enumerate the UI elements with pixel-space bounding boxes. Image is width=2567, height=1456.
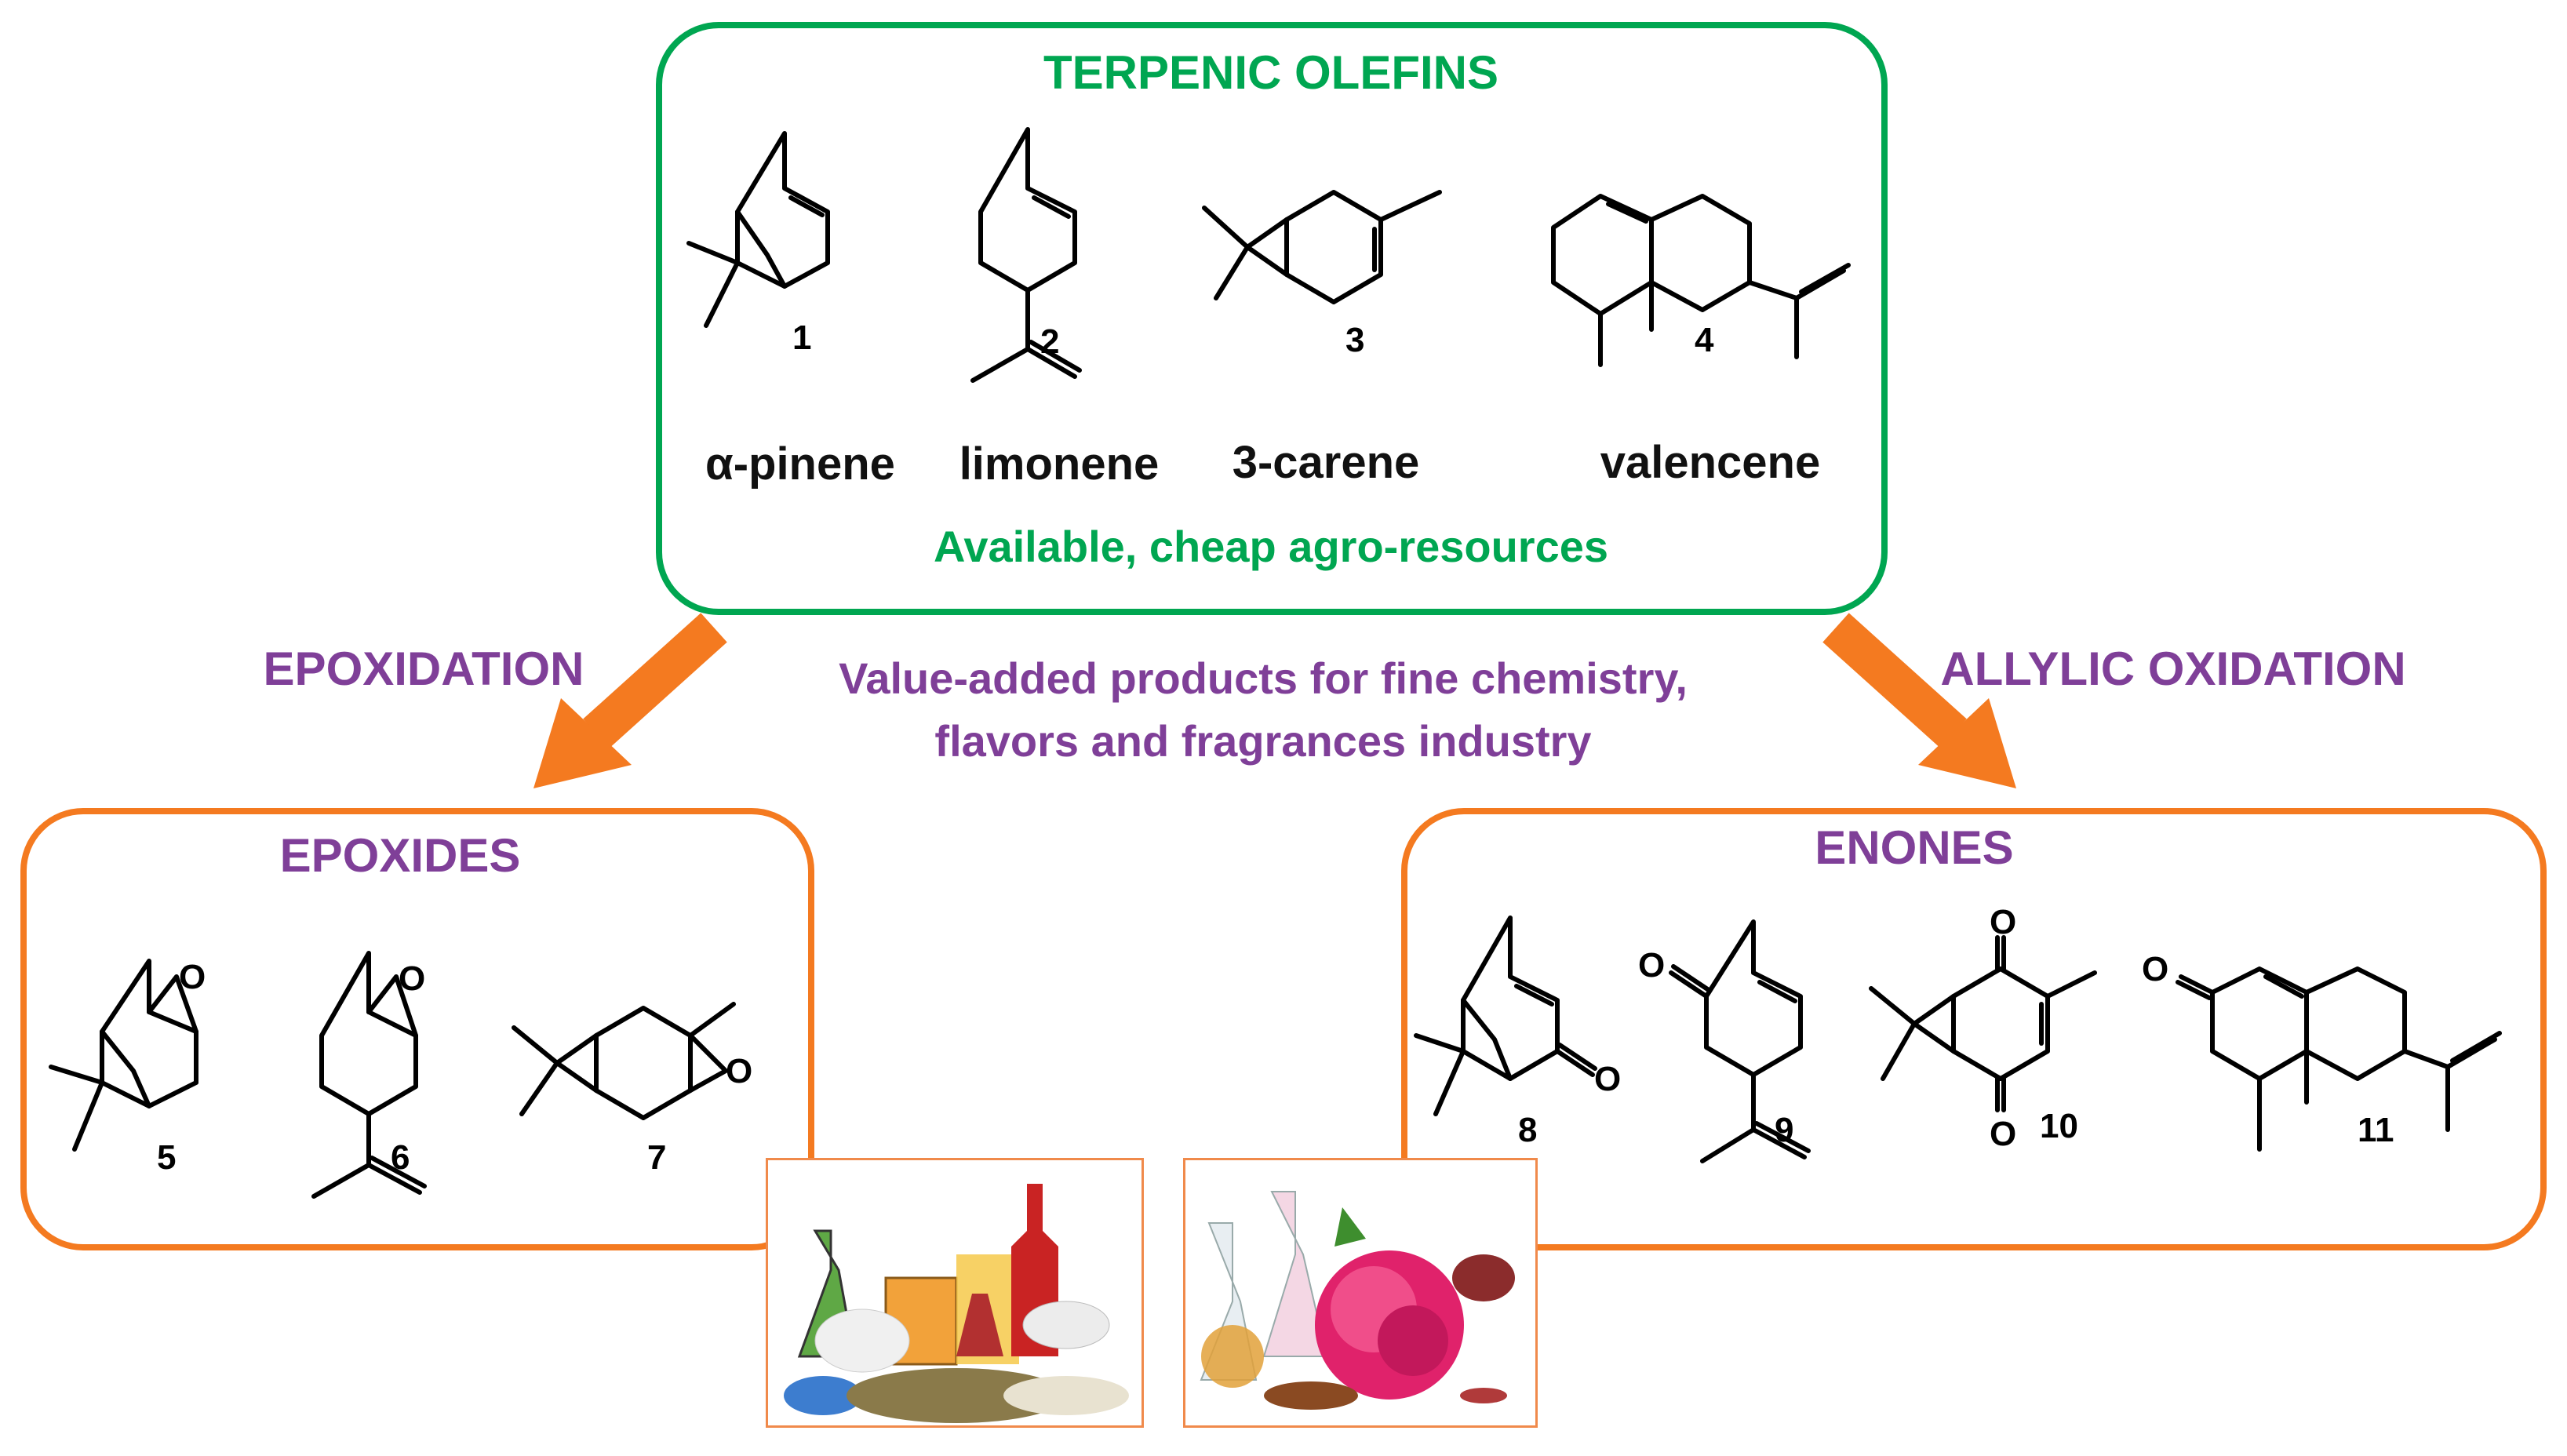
flowers-perfume-icon bbox=[1185, 1160, 1535, 1425]
limonene-structure: 2 bbox=[970, 127, 1082, 383]
terpenic-olefins-box bbox=[656, 22, 1888, 615]
enone-10-structure: O O 10 bbox=[1869, 903, 2097, 1153]
terpenic-subtitle: Available, cheap agro-resources bbox=[933, 522, 1609, 571]
compound-name-3-carene: 3-carene bbox=[1232, 437, 1420, 488]
compound-name-valencene: valencene bbox=[1600, 437, 1821, 488]
enone-10-oxygen-bottom: O bbox=[1990, 1115, 2016, 1153]
compound-number-7: 7 bbox=[647, 1138, 666, 1177]
compound-number-6: 6 bbox=[391, 1138, 410, 1177]
enone-11-structure: O 11 bbox=[2142, 950, 2502, 1152]
compound-number-3: 3 bbox=[1345, 321, 1364, 359]
epoxide-7-structure: O 7 bbox=[512, 1002, 752, 1177]
enone-11-oxygen: O bbox=[2142, 950, 2168, 988]
compound-number-8: 8 bbox=[1518, 1111, 1537, 1149]
compound-number-9: 9 bbox=[1775, 1111, 1793, 1149]
compound-number-1: 1 bbox=[792, 318, 811, 357]
value-added-text-line2: flavors and fragrances industry bbox=[934, 716, 1592, 766]
epoxide-6-oxygen: O bbox=[399, 959, 425, 998]
enone-9-structure: O 9 bbox=[1638, 919, 1811, 1163]
epoxides-box bbox=[20, 808, 814, 1250]
enone-8-structure: O 8 bbox=[1414, 915, 1621, 1149]
epoxidation-label: EPOXIDATION bbox=[263, 642, 584, 695]
terpenic-olefins-title: TERPENIC OLEFINS bbox=[1043, 46, 1499, 99]
fragrance-photo bbox=[1183, 1158, 1538, 1428]
allylic-oxidation-arrow bbox=[1822, 613, 2016, 788]
enone-9-oxygen: O bbox=[1638, 946, 1665, 985]
alpha-pinene-structure: 1 bbox=[686, 131, 830, 357]
laboratory-flasks-chemicals-icon bbox=[768, 1160, 1141, 1425]
compound-number-5: 5 bbox=[157, 1138, 176, 1177]
enones-box bbox=[1401, 808, 2547, 1250]
enone-8-oxygen: O bbox=[1594, 1060, 1621, 1098]
epoxidation-arrow bbox=[533, 613, 727, 788]
epoxide-6-structure: O 6 bbox=[311, 951, 427, 1199]
epoxides-title: EPOXIDES bbox=[279, 829, 521, 882]
compound-number-4: 4 bbox=[1695, 321, 1714, 359]
compound-number-2: 2 bbox=[1040, 322, 1059, 361]
compound-number-11: 11 bbox=[2358, 1111, 2394, 1149]
allylic-oxidation-label: ALLYLIC OXIDATION bbox=[1940, 642, 2406, 695]
epoxide-5-oxygen: O bbox=[179, 958, 206, 996]
compound-number-10: 10 bbox=[2040, 1107, 2078, 1145]
3-carene-structure: 3 bbox=[1202, 190, 1442, 359]
compound-name-limonene: limonene bbox=[959, 439, 1160, 490]
enones-title: ENONES bbox=[1815, 821, 2014, 874]
valencene-structure: 4 bbox=[1551, 194, 1851, 367]
chemistry-photo bbox=[766, 1158, 1144, 1428]
value-added-text-line1: Value-added products for fine chemistry, bbox=[839, 653, 1688, 703]
epoxide-5-structure: O 5 bbox=[49, 958, 206, 1177]
compound-name-alpha-pinene: α-pinene bbox=[705, 439, 895, 490]
enone-10-oxygen-top: O bbox=[1990, 903, 2016, 941]
epoxide-7-oxygen: O bbox=[726, 1052, 752, 1090]
